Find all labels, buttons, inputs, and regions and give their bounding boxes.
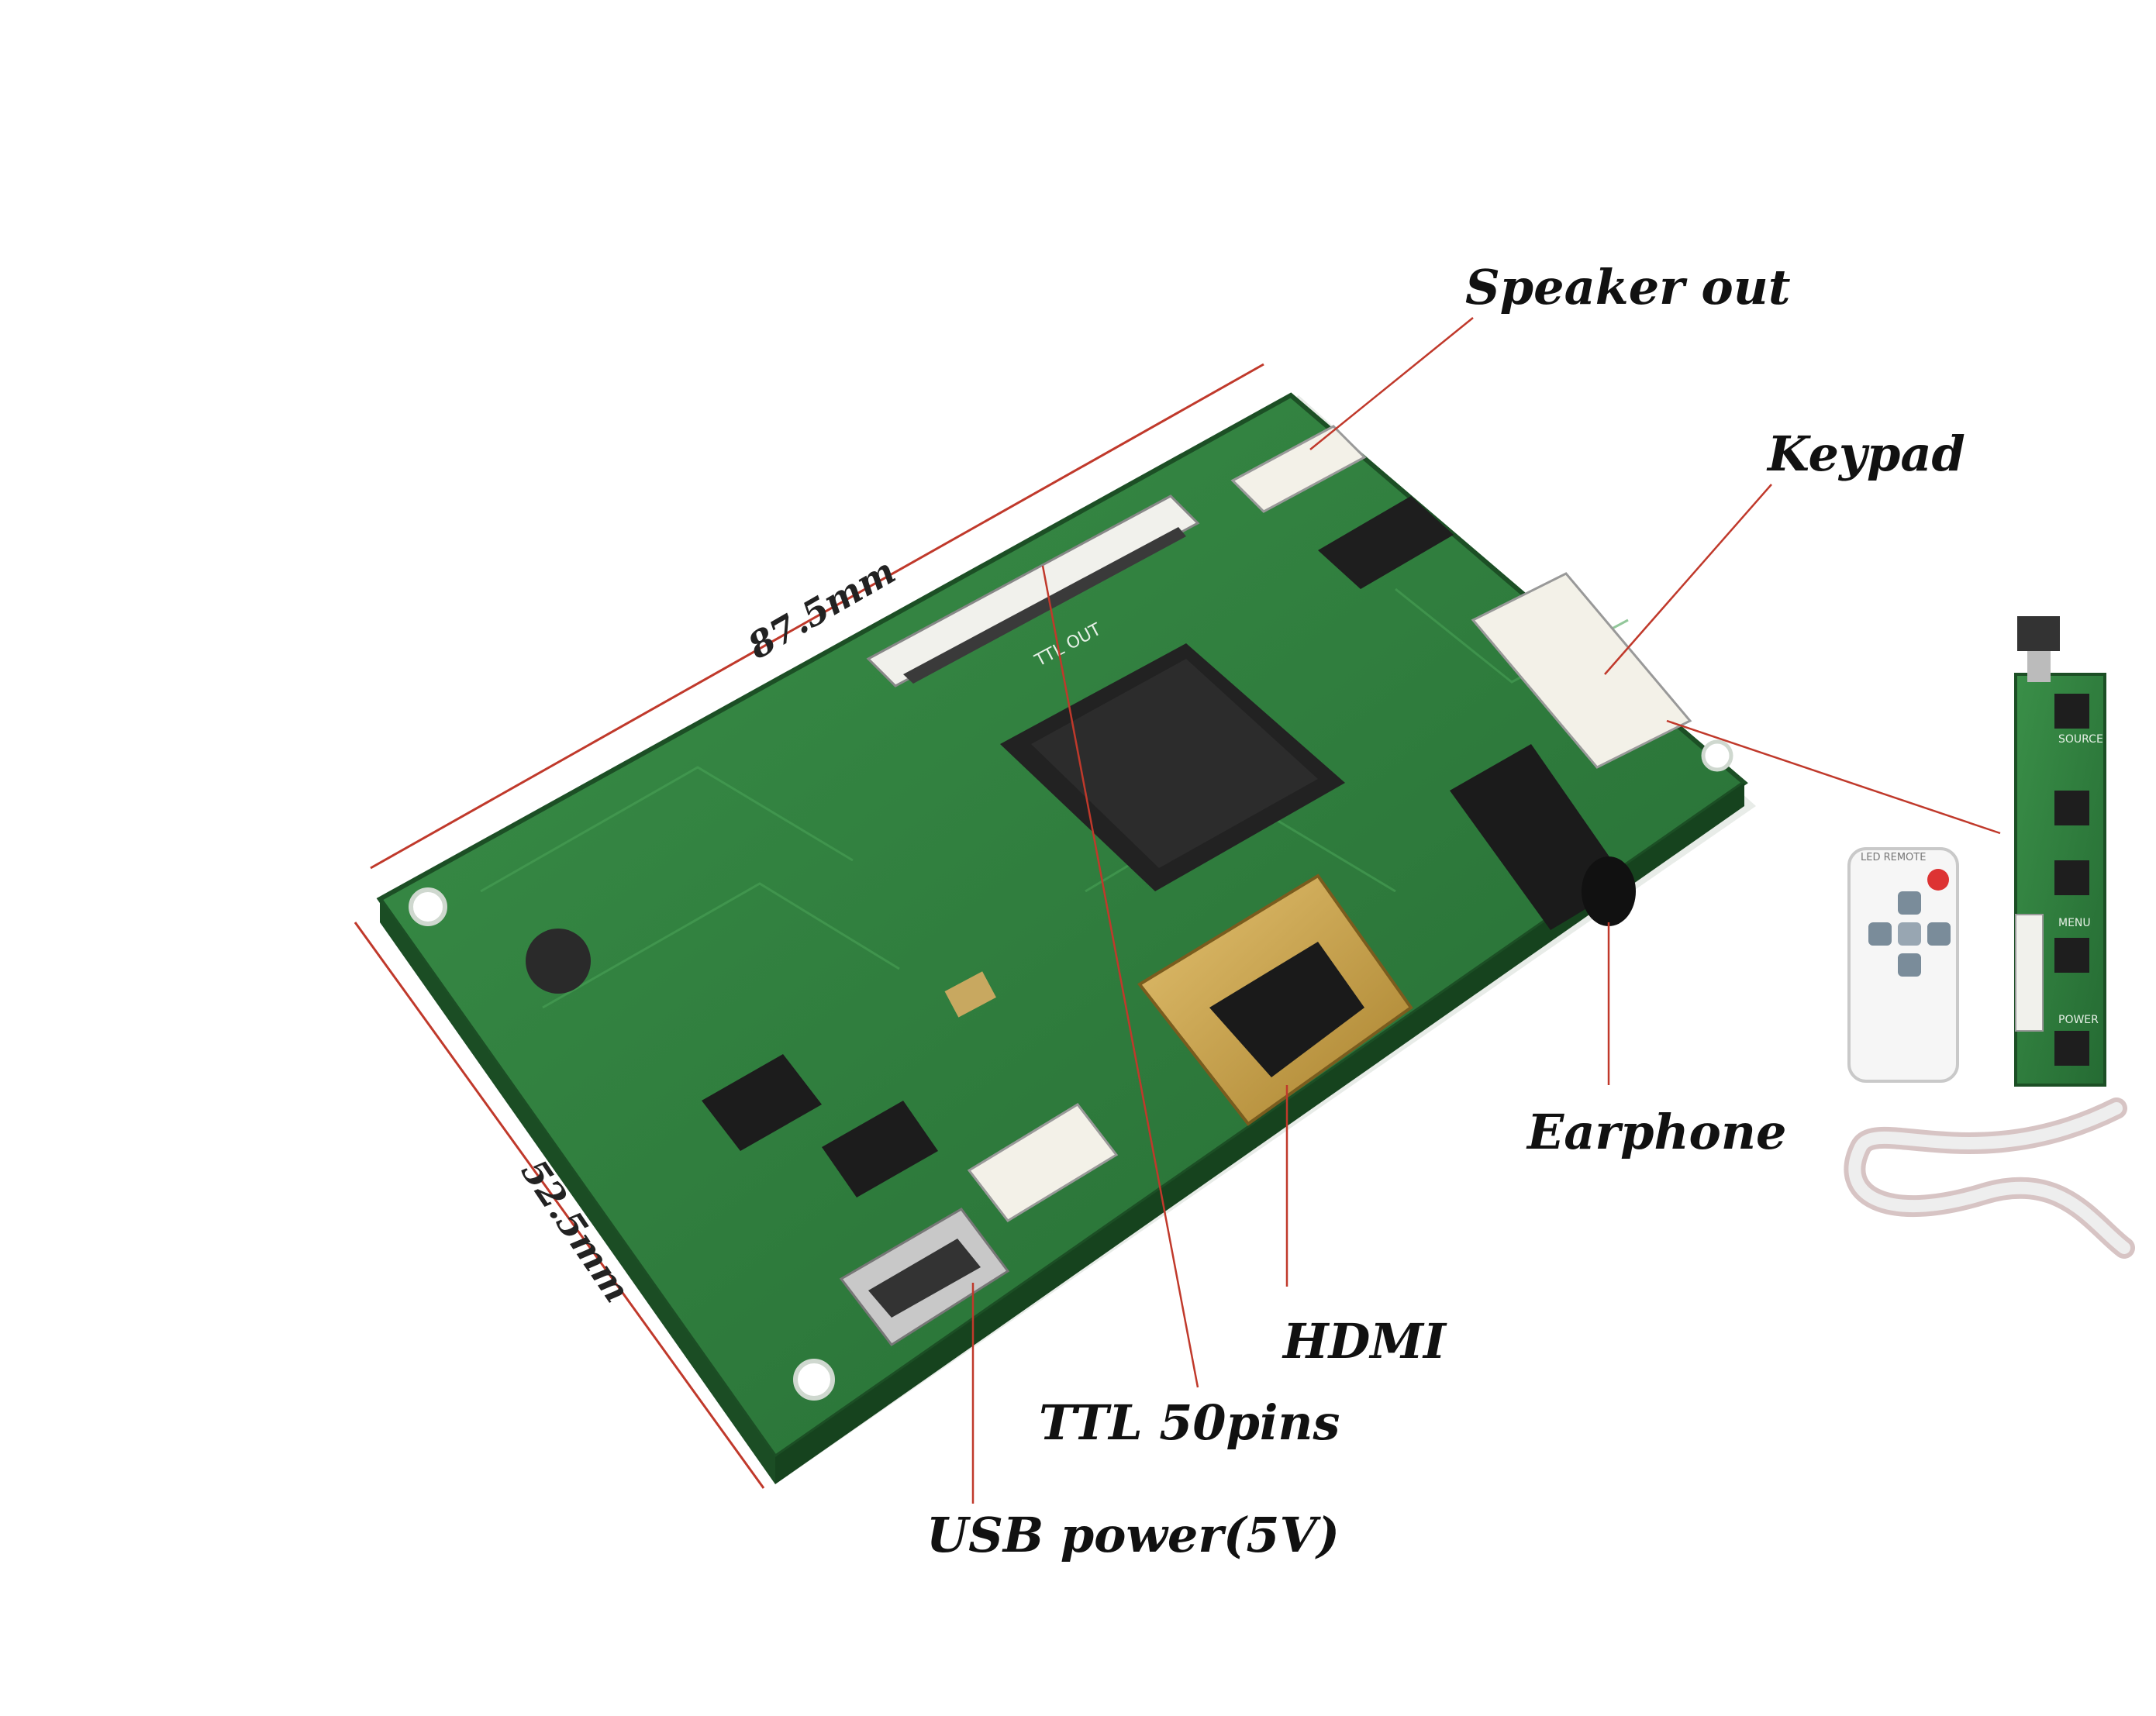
driver-board-pcb bbox=[376, 392, 1748, 1484]
power-header-connector bbox=[967, 1103, 1119, 1222]
callout-earphone: Earphone bbox=[1527, 1104, 1787, 1160]
inductor bbox=[526, 929, 591, 994]
audio-amp-chip bbox=[1318, 496, 1454, 589]
keypad-power-label: POWER bbox=[2058, 1014, 2099, 1026]
voltage-regulator-2 bbox=[822, 1101, 938, 1197]
callout-lines bbox=[971, 317, 2001, 1504]
ir-remote-control bbox=[1847, 847, 1959, 1083]
main-processor-chip bbox=[1000, 643, 1345, 891]
remote-title: LED REMOTE bbox=[1861, 852, 1926, 863]
right-arrow-icon bbox=[1927, 922, 1951, 946]
keypad-connector bbox=[1471, 572, 1692, 769]
earphone-jack bbox=[1450, 744, 1636, 930]
keypad-source-label: SOURCE bbox=[2058, 733, 2103, 746]
left-arrow-icon bbox=[1868, 922, 1892, 946]
crystal-oscillator bbox=[944, 971, 996, 1018]
callout-keypad: Keypad bbox=[1768, 426, 1965, 482]
down-arrow-icon bbox=[1898, 953, 1921, 977]
micro-usb-port bbox=[839, 1208, 1010, 1347]
hdmi-port bbox=[1137, 874, 1413, 1126]
source-button bbox=[2054, 694, 2089, 729]
length-dimension-line bbox=[370, 363, 1264, 870]
keypad-board bbox=[2014, 616, 2106, 1087]
power-button bbox=[2054, 1031, 2089, 1066]
voltage-regulator bbox=[702, 1054, 822, 1151]
menu-button bbox=[2054, 938, 2089, 973]
width-dimension-line bbox=[354, 922, 765, 1489]
keypad-menu-label: MENU bbox=[2058, 917, 2091, 929]
callout-hdmi: HDMI bbox=[1283, 1313, 1446, 1370]
up-arrow-icon bbox=[1898, 891, 1921, 915]
callout-ttl-50pins: TTL 50pins bbox=[1039, 1394, 1340, 1451]
speaker-out-connector bbox=[1230, 425, 1367, 513]
callout-speaker-out: Speaker out bbox=[1465, 259, 1791, 315]
ribbon-cable bbox=[1844, 1097, 2135, 1259]
callout-usb-power: USB power(5V) bbox=[926, 1507, 1340, 1563]
ttl-50pin-connector bbox=[866, 494, 1200, 687]
